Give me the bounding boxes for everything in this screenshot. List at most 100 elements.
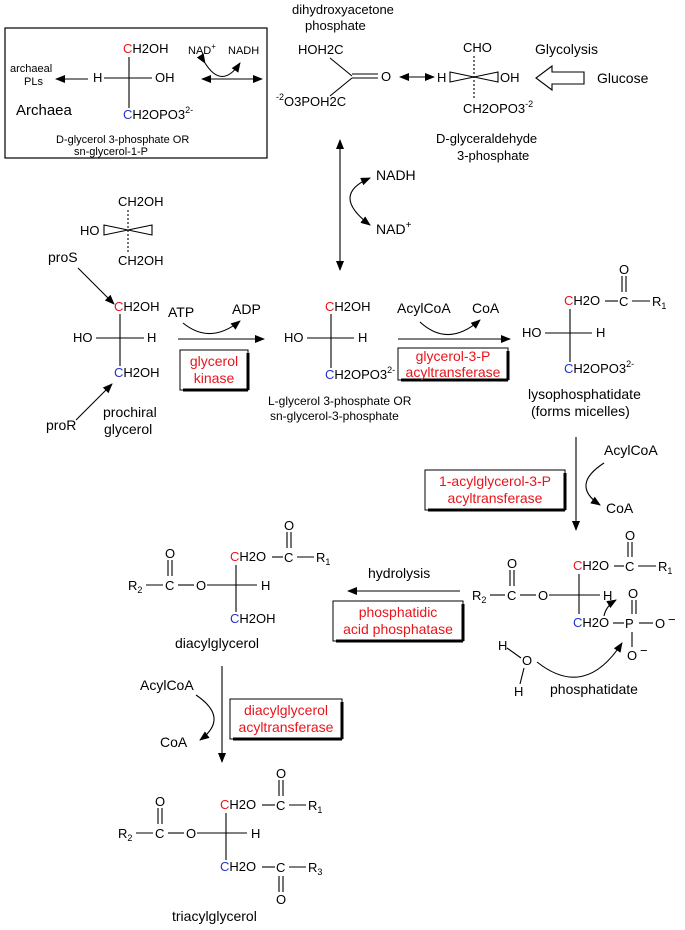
step2-acylcoa: AcylCoA: [397, 300, 451, 316]
glucose-label: Glucose: [597, 70, 649, 86]
prochiral-caption-1: prochiral: [103, 404, 157, 420]
gap-structure: CHO H OH CH2OPO3-2: [437, 40, 533, 116]
pros-arrow: [77, 267, 115, 305]
svg-text:OH: OH: [500, 70, 520, 85]
svg-text:O: O: [276, 892, 286, 907]
diacylglycerol-acyltransferase-label-2: acyltransferase: [239, 719, 334, 735]
archaea-caption-1: D-glycerol 3-phosphate OR: [56, 134, 189, 146]
gap-caption-2: 3-phosphate: [457, 148, 529, 163]
glycerol-wedge-structure: CH2OH HO CH2OH: [80, 194, 164, 268]
water-molecule: H O H: [498, 638, 532, 699]
svg-text:HO: HO: [522, 325, 542, 340]
acylglycerol-acyltransferase-label-1: 1-acylglycerol-3-P: [439, 473, 551, 489]
acylglycerol-acyltransferase-box: [424, 469, 566, 511]
svg-text:HO: HO: [80, 223, 100, 238]
svg-text:CH2OPO32-: CH2OPO32-: [564, 359, 634, 376]
glycerol-kinase-box: [179, 349, 249, 391]
phosphatidate-structure: CH2O C O R1 R2 C O O H CH2O P O O − O −: [472, 528, 676, 663]
svg-text:CH2O: CH2O: [230, 549, 266, 564]
svg-text:R2: R2: [118, 826, 132, 843]
water-attack-arrow: [536, 642, 623, 678]
svg-text:CH2O: CH2O: [564, 293, 600, 308]
svg-text:CH2OPO32-: CH2OPO32-: [123, 105, 193, 122]
step3-coa: CoA: [606, 500, 634, 516]
svg-text:R1: R1: [316, 550, 330, 567]
svg-text:−: −: [640, 643, 648, 658]
svg-text:H: H: [251, 826, 260, 841]
g3p-acyltransferase-label-1: glycerol-3-P: [416, 348, 491, 364]
svg-text:H: H: [603, 588, 612, 603]
step2-coa: CoA: [472, 300, 500, 316]
nad-plus-label: NAD+: [188, 42, 216, 57]
prochiral-caption-2: glycerol: [104, 421, 152, 437]
step5-acylcoa: AcylCoA: [140, 677, 194, 693]
svg-text:CH2OH: CH2OH: [123, 41, 169, 56]
svg-text:CH2O: CH2O: [573, 558, 609, 573]
pros-label: proS: [48, 249, 78, 265]
svg-text:H: H: [437, 70, 446, 85]
svg-text:CH2OH: CH2OH: [114, 365, 160, 380]
svg-text:C: C: [165, 578, 174, 593]
lyso-caption-2: (forms micelles): [531, 403, 630, 419]
svg-text:C: C: [625, 559, 634, 574]
diacylglycerol-structure: CH2O C O R1 R2 C O O H CH2OH: [128, 518, 330, 626]
svg-text:C: C: [507, 588, 516, 603]
archaeal-pls-label-2: PLs: [24, 76, 43, 88]
svg-text:O: O: [522, 653, 532, 668]
svg-text:CH2OH: CH2OH: [118, 194, 164, 209]
svg-text:H: H: [93, 70, 102, 85]
svg-text:C: C: [276, 860, 285, 875]
svg-text:H: H: [147, 330, 156, 345]
svg-text:HOH2C: HOH2C: [298, 42, 344, 57]
svg-text:C: C: [284, 550, 293, 565]
phosphatidate-caption: phosphatidate: [550, 681, 638, 697]
svg-text:HO: HO: [284, 330, 304, 345]
triacylglycerol-caption: triacylglycerol: [172, 908, 257, 924]
svg-text:O: O: [627, 648, 637, 663]
svg-text:O: O: [196, 578, 206, 593]
acylglycerol-acyltransferase-label-2: acyltransferase: [448, 490, 543, 506]
svg-text:-2O3POH2C: -2O3POH2C: [276, 92, 346, 109]
dhap-title-1: dihydroxyacetone: [292, 2, 394, 17]
nad-mid-label: NAD+: [376, 220, 412, 237]
glycerol-kinase-label-2: kinase: [194, 370, 235, 386]
nadh-label: NADH: [228, 45, 259, 57]
svg-text:HO: HO: [73, 330, 93, 345]
lysophosphatidate-structure: CH2O C O R1 HO H CH2OPO32-: [522, 262, 666, 376]
step2-curve: [419, 319, 481, 335]
svg-text:R1: R1: [658, 559, 672, 576]
nadh-nad-curve: [349, 177, 371, 226]
g3p-caption-1: L-glycerol 3-phosphate OR: [268, 394, 412, 408]
phosphatidic-acid-phosphatase-label-1: phosphatidic: [359, 604, 438, 620]
g3p-acyltransferase-box: [397, 347, 509, 381]
atp-label: ATP: [168, 304, 194, 320]
diacylglycerol-caption: diacylglycerol: [175, 635, 259, 651]
svg-text:CH2O: CH2O: [573, 615, 609, 630]
step3-acylcoa: AcylCoA: [604, 442, 658, 458]
pror-label: proR: [46, 417, 76, 433]
svg-text:CHO: CHO: [463, 40, 492, 55]
glycolysis-hollow-arrow: [535, 64, 585, 92]
g3p-caption-2: sn-glycerol-3-phosphate: [270, 409, 399, 423]
svg-text:CH2OH: CH2OH: [325, 299, 371, 314]
svg-text:H: H: [596, 325, 605, 340]
svg-text:O: O: [507, 556, 517, 571]
phosphatidic-acid-phosphatase-label-2: acid phosphatase: [343, 621, 453, 637]
nad-cycle-arrow: [196, 53, 241, 78]
glycolysis-label: Glycolysis: [535, 41, 598, 57]
dhap-title-2: phosphate: [305, 18, 366, 33]
svg-text:OH: OH: [155, 70, 175, 85]
pror-arrow: [75, 383, 113, 421]
svg-text:R2: R2: [472, 588, 486, 605]
svg-text:CH2OH: CH2OH: [118, 253, 164, 268]
svg-text:O: O: [619, 262, 629, 277]
svg-text:C: C: [155, 826, 164, 841]
svg-text:O: O: [276, 766, 286, 781]
g3p-structure: CH2OH HO H CH2OPO32-: [284, 299, 395, 382]
step5-coa: CoA: [160, 734, 188, 750]
archaea-caption-2: sn-glycerol-1-P: [74, 146, 148, 158]
svg-text:CH2OPO3-2: CH2OPO3-2: [463, 99, 533, 116]
svg-text:R2: R2: [128, 578, 142, 595]
svg-text:O: O: [538, 588, 548, 603]
